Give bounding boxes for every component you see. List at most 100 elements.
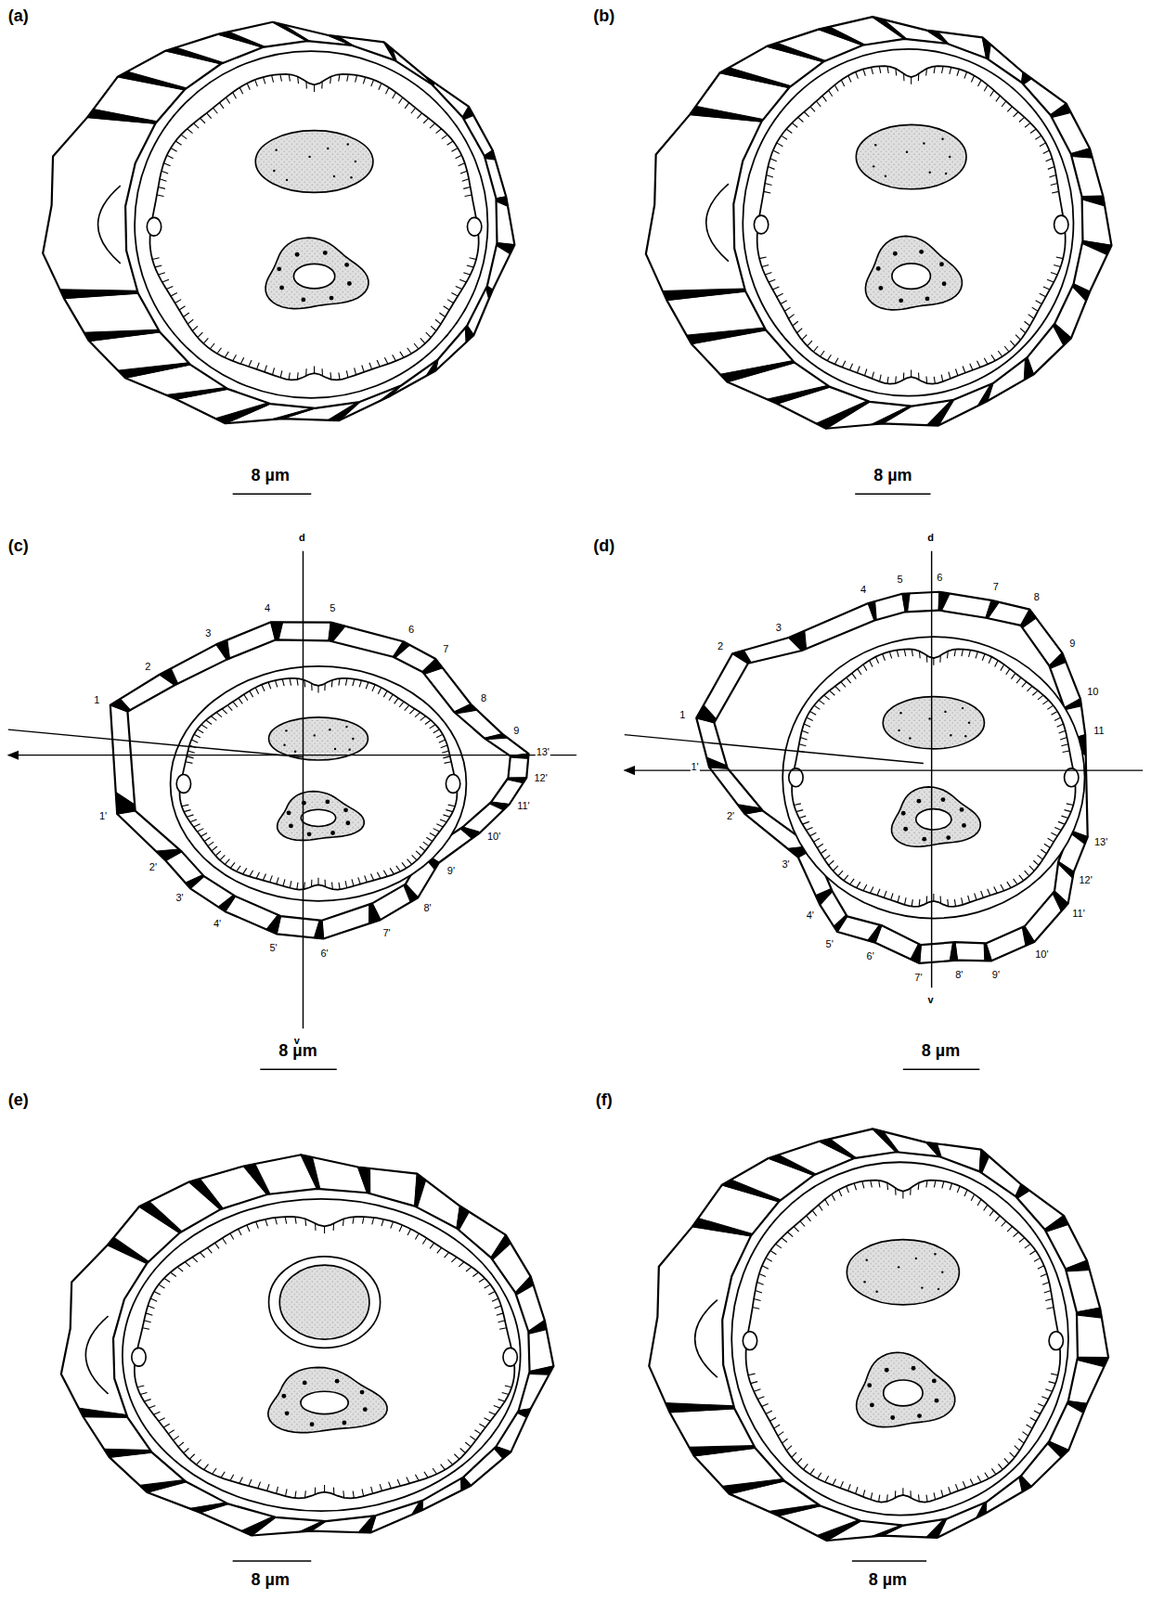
rib-line [116,811,136,815]
cilia-tick [834,85,839,92]
cilia-tick [203,337,208,344]
cilia-tick [365,682,369,689]
cilia-tick [143,1399,151,1402]
cilia-tick [1047,1307,1055,1310]
cilia-tick [802,1463,808,1470]
rib-line [818,29,864,46]
cilia-tick [222,1238,227,1244]
cilia-tick [187,319,194,324]
cilia-tick [489,1411,496,1415]
cilia-tick [1007,881,1011,888]
cilia-tick [1059,730,1066,734]
wall-rib [358,1167,371,1194]
rib-line [421,1500,424,1511]
cilia-tick [142,1328,150,1331]
rib-line [744,810,763,814]
cilia-tick [949,66,952,74]
cilia-tick [863,664,867,672]
cilia-tick [791,122,798,128]
cilia-tick [981,891,984,898]
cilia-tick [766,175,774,178]
cilia-tick [1040,849,1047,854]
cilia-tick [439,819,447,823]
nucleus [865,235,962,310]
rib-number: 3 [775,622,783,634]
cilia-tick [392,354,397,362]
cell-body [757,65,1066,385]
cilia-tick [244,694,248,700]
wall-rib [720,361,795,383]
cilia-tick [158,1418,166,1422]
cilia-tick [822,95,828,102]
cilia-tick [262,874,266,881]
panel-label: (c) [8,537,29,555]
rib-number: 13' [535,747,551,758]
cilia-tick [201,724,207,729]
cilia-tick [946,899,949,907]
cilia-tick [214,1242,220,1249]
cilia-tick [280,370,283,378]
axis-label: v [927,995,935,1006]
rib-line [491,801,510,804]
cilia-tick [1050,832,1058,836]
cilia-tick [396,866,401,872]
wall-rib [1076,1307,1102,1319]
cilia-tick [401,862,407,868]
cilia-tick [466,265,474,268]
cilia-tick [256,362,259,370]
rib-line [1048,653,1062,667]
rib-number: 4' [212,918,222,929]
cilia-tick [1032,690,1038,696]
chromatin-dot [343,807,349,813]
cilia-tick [750,1382,758,1384]
wall-rib [910,944,921,964]
chromatin-dot [872,165,875,168]
chromatin-dot [300,297,306,303]
rib-line [528,1320,544,1333]
cilia-tick [137,1385,145,1388]
chromatin-dot [334,748,337,751]
cilia-tick [777,1432,784,1437]
cilia-tick [756,1281,764,1285]
cilia-tick [824,695,830,700]
chromatin-dot [903,827,908,832]
chromatin-dot [915,1257,918,1260]
cell-wall [696,592,1087,964]
chromatin-dot [310,1422,315,1427]
cilia-tick [272,367,275,375]
cilia-tick [932,658,934,666]
rib-line [165,51,221,65]
cilia-tick [310,683,313,691]
cilia-tick [1060,815,1068,818]
chromatin-dot [342,1421,348,1426]
nucleus [846,1240,959,1306]
cilia-tick [834,358,839,365]
cilia-tick [970,75,974,82]
chromatin-dot [941,1271,944,1274]
cilia-tick [239,1477,243,1485]
cilia-tick [313,365,315,374]
cilia-tick [762,264,769,267]
cilia-tick [886,1182,889,1190]
cilia-tick [1051,191,1060,194]
cilia-tick [983,1204,988,1211]
cilia-tick [458,163,466,167]
cilia-tick [1006,669,1010,675]
cilia-tick [433,729,440,734]
inner-ring [782,636,1085,919]
cilia-tick [925,68,928,77]
cilia-tick [1044,1291,1051,1294]
cilia-tick [856,881,861,888]
rib-line [422,659,436,673]
cilia-tick [995,95,1001,102]
rib-number: 7 [992,581,1000,593]
wall-rib [1047,1441,1069,1458]
cilia-tick [465,1442,471,1448]
wall-rib [159,668,179,686]
wall-rib [985,600,999,619]
rib-line [827,1521,862,1541]
cilia-tick [448,804,456,807]
nucleus [265,237,369,309]
chromatin-dot [942,281,947,286]
cilia-tick [799,815,806,818]
